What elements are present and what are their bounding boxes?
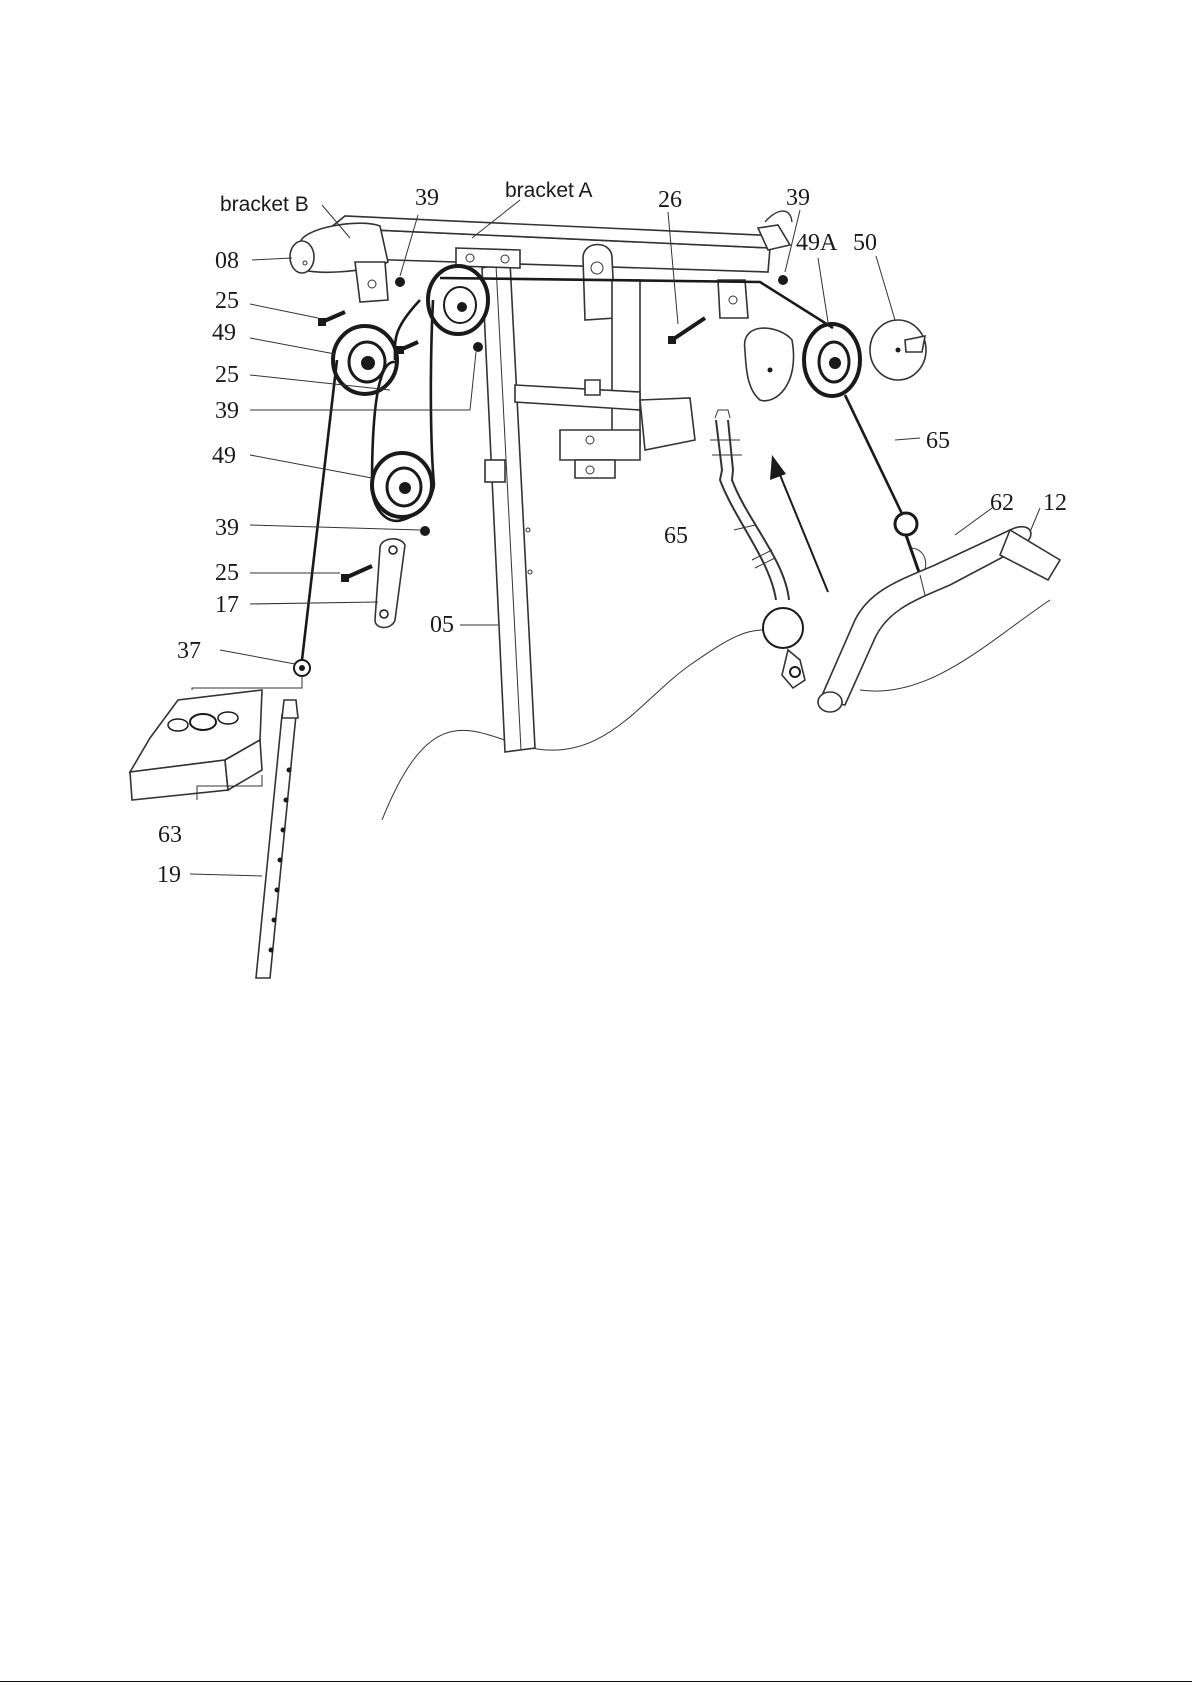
label-39-top-right: 39 bbox=[786, 185, 810, 211]
label-08: 08 bbox=[215, 248, 239, 274]
cable-eye-37 bbox=[294, 660, 310, 676]
label-49-b: 49 bbox=[212, 443, 236, 469]
bolt-25-mid bbox=[396, 342, 418, 354]
page-bottom-rule bbox=[0, 1681, 1192, 1682]
nut-39-low bbox=[420, 526, 430, 536]
top-plate-63 bbox=[130, 690, 262, 800]
label-62: 62 bbox=[990, 490, 1014, 516]
label-63: 63 bbox=[158, 822, 182, 848]
label-19: 19 bbox=[157, 862, 181, 888]
right-pulley-bracket bbox=[718, 280, 748, 318]
bolt-25-top bbox=[318, 312, 345, 326]
bracket-17 bbox=[375, 539, 405, 628]
label-65-mid: 65 bbox=[664, 523, 688, 549]
bolt-26 bbox=[668, 318, 705, 344]
label-65-right: 65 bbox=[926, 428, 950, 454]
label-49-a: 49 bbox=[212, 320, 236, 346]
label-bracket-b: bracket B bbox=[220, 193, 309, 216]
pulley-cover-left bbox=[745, 328, 794, 401]
upright-post-05 bbox=[482, 262, 535, 752]
label-26: 26 bbox=[658, 187, 682, 213]
cable-65-loose bbox=[710, 410, 805, 688]
label-49a: 49A bbox=[796, 230, 838, 256]
direction-arrow bbox=[770, 455, 828, 592]
pulley-cover-50 bbox=[870, 320, 926, 380]
nut-39-top-left bbox=[395, 277, 405, 287]
top-beam bbox=[330, 211, 792, 272]
pulley-49-upper bbox=[333, 326, 397, 394]
nut-39-top-right bbox=[778, 275, 788, 285]
selector-rod-19 bbox=[256, 700, 298, 978]
handle-bar-12 bbox=[818, 527, 1060, 712]
label-25-c: 25 bbox=[215, 560, 239, 586]
floor-outline-curve bbox=[382, 630, 800, 820]
leader-37-to-63 bbox=[192, 676, 302, 690]
label-05: 05 bbox=[430, 612, 454, 638]
label-25-a: 25 bbox=[215, 288, 239, 314]
bracket-b bbox=[355, 262, 388, 302]
label-37: 37 bbox=[177, 638, 201, 664]
label-39-low: 39 bbox=[215, 515, 239, 541]
label-12: 12 bbox=[1043, 490, 1067, 516]
pulley-top-center bbox=[428, 266, 488, 334]
label-bracket-a: bracket A bbox=[505, 179, 593, 202]
pulley-49a bbox=[804, 324, 860, 396]
label-25-b: 25 bbox=[215, 362, 239, 388]
label-17: 17 bbox=[215, 592, 239, 618]
label-50: 50 bbox=[853, 230, 877, 256]
cable-ball-stop-62 bbox=[895, 513, 926, 580]
label-39-top-left: 39 bbox=[415, 185, 439, 211]
bolt-25-low bbox=[341, 566, 372, 582]
label-39-mid: 39 bbox=[215, 398, 239, 424]
nut-39-mid bbox=[473, 342, 483, 352]
